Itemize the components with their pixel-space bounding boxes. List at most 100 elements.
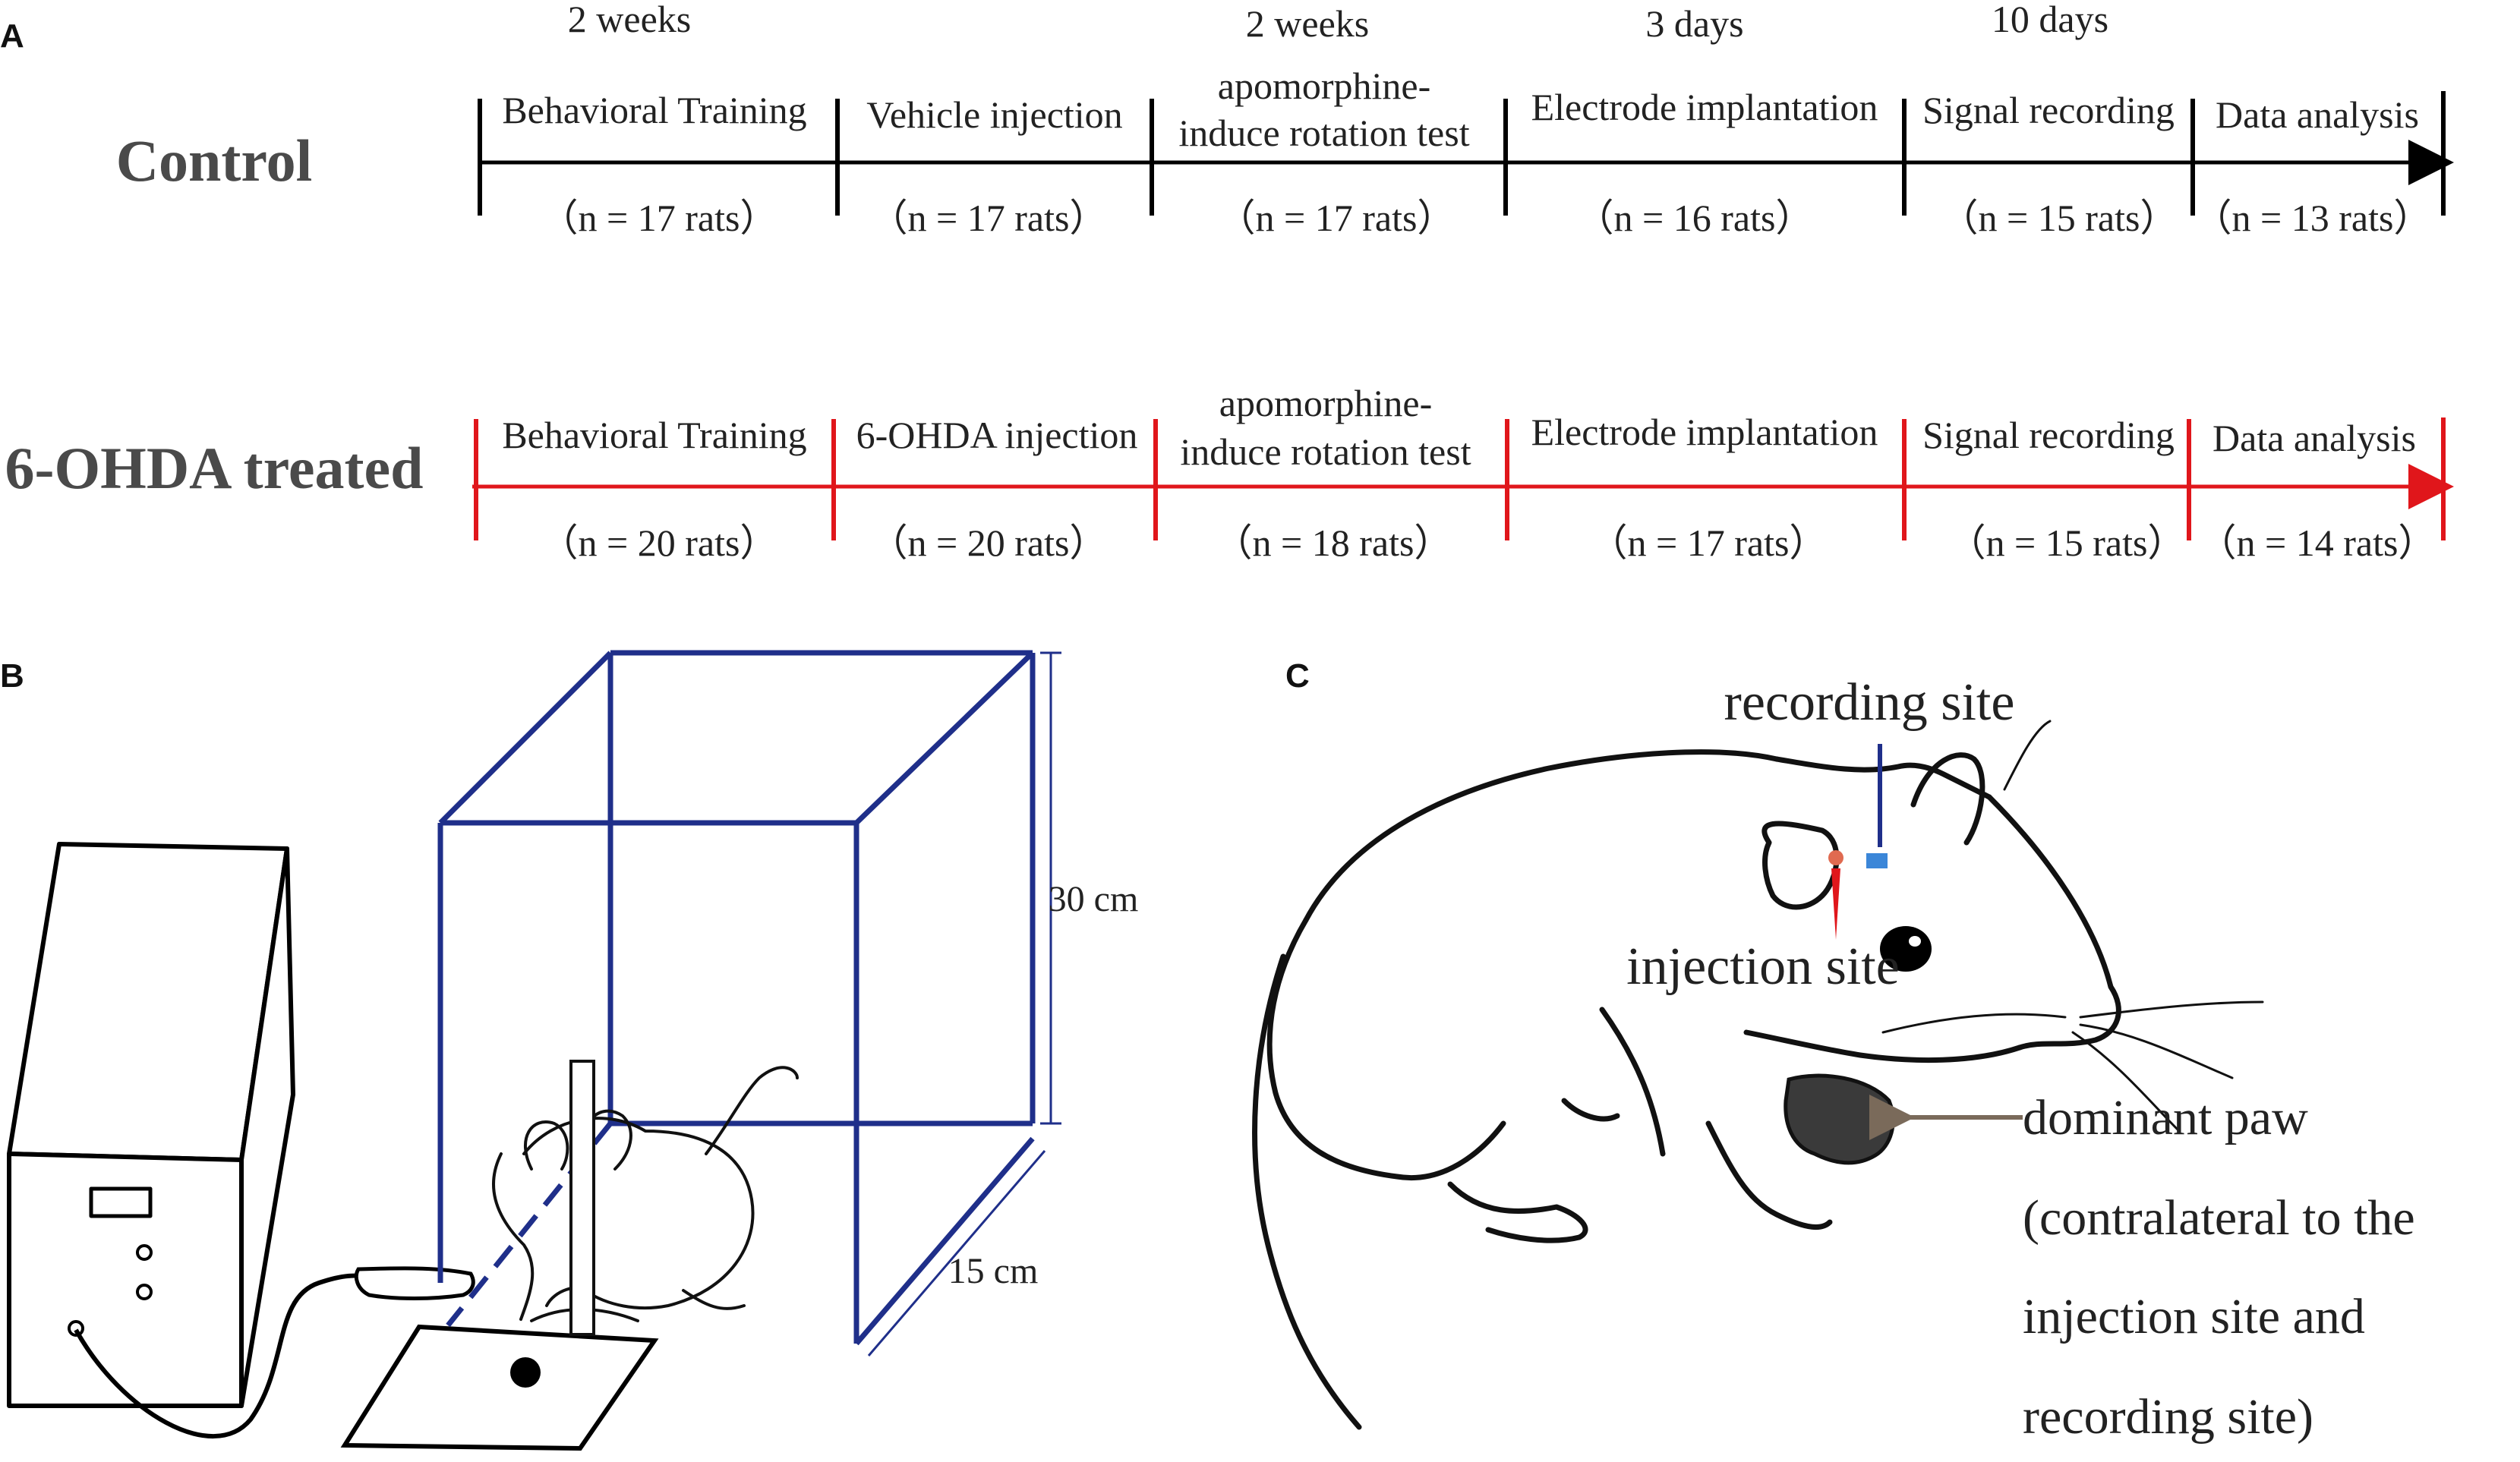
rat-c-rump xyxy=(1266,917,1506,1180)
signal-cable xyxy=(74,1273,373,1439)
rat-c-hind-foot xyxy=(1447,1181,1588,1243)
amplifier-front-face xyxy=(7,1152,244,1408)
panel-letter-a: A xyxy=(0,17,24,55)
control-count-5: （n = 15 rats） xyxy=(1941,197,2178,239)
panel-c: C recording site xyxy=(1252,657,2415,1445)
box-edge-top-right xyxy=(854,651,1035,825)
rat-c-jaw xyxy=(1743,1029,2023,1063)
dominant-paw-label-line2: (contralateral to the xyxy=(2023,1190,2415,1246)
rat-b-ear-left xyxy=(523,1120,569,1171)
rat-c-snout-outline xyxy=(1986,794,2121,1051)
rat-c-whisker-4 xyxy=(1881,1013,2067,1034)
rat-c-neck-outline xyxy=(1774,756,1992,800)
injection-site-pointer xyxy=(1831,868,1840,940)
rat-c-tail xyxy=(1252,953,1362,1430)
treated-count-2: （n = 20 rats） xyxy=(870,521,1108,564)
treated-count-3: （n = 18 rats） xyxy=(1215,521,1452,564)
amplifier-side-face xyxy=(239,846,295,1408)
rat-c-ear-near xyxy=(1761,821,1840,910)
rat-c-back-outline xyxy=(1303,749,1780,923)
dominant-paw-label-line3: injection site and xyxy=(2023,1289,2365,1344)
food-pellet xyxy=(510,1357,541,1388)
treated-count-4: （n = 17 rats） xyxy=(1590,521,1828,564)
test-box xyxy=(437,650,1036,1346)
treated-stage-4-label: Electrode implantation xyxy=(1531,411,1878,453)
control-stage-labels: Behavioral Training Vehicle injection ap… xyxy=(502,65,2419,154)
recording-site-marker xyxy=(1866,853,1888,868)
dominant-paw-label: dominant paw xyxy=(2023,1090,2308,1145)
rat-illustration xyxy=(1252,720,2264,1430)
panel-b: B xyxy=(0,650,1139,1451)
rat-c-whisker-1 xyxy=(2079,1000,2264,1019)
panel-letter-c: C xyxy=(1285,657,1310,695)
treated-stage-6-label: Data analysis xyxy=(2212,417,2416,459)
depth-label: 15 cm xyxy=(948,1251,1039,1291)
rat-in-box xyxy=(492,1066,799,1322)
headstage-connector xyxy=(354,1266,475,1300)
treated-stage-3-label-line2: induce rotation test xyxy=(1180,430,1471,473)
rat-c-whisker-5 xyxy=(2003,720,2052,791)
treated-count-labels: （n = 20 rats） （n = 20 rats） （n = 18 rats… xyxy=(541,521,2436,564)
control-timeline xyxy=(478,91,2454,216)
amplifier-knob-upper-icon xyxy=(136,1244,153,1261)
control-stage-5-label: Signal recording xyxy=(1922,89,2175,131)
amplifier-display-icon xyxy=(89,1186,153,1218)
rat-b-body xyxy=(522,1117,755,1310)
injection-site-marker xyxy=(1828,850,1843,865)
control-group-label: Control xyxy=(116,128,313,194)
treated-stage-3-label-line1: apomorphine- xyxy=(1219,382,1432,424)
rat-c-whisker-2 xyxy=(2079,1023,2234,1079)
amplifier-knob-lower-icon xyxy=(136,1284,153,1300)
control-count-3: （n = 17 rats） xyxy=(1218,197,1456,239)
rat-c-whisker-3 xyxy=(2071,1031,2181,1133)
recording-site-label: recording site xyxy=(1724,673,2015,732)
amplifier-output-jack-icon xyxy=(68,1320,84,1337)
duration-label-2: 2 weeks xyxy=(1246,2,1369,45)
control-count-2: （n = 17 rats） xyxy=(870,197,1108,239)
treated-count-5: （n = 15 rats） xyxy=(1948,521,2186,564)
control-stage-6-label: Data analysis xyxy=(2216,93,2419,136)
rat-b-head-outline xyxy=(492,1152,535,1321)
dominant-paw-label-line4: recording site) xyxy=(2023,1389,2313,1445)
rat-c-ear-far xyxy=(1910,752,1985,846)
reaching-slot-tube xyxy=(569,1060,595,1336)
control-count-labels: （n = 17 rats） （n = 17 rats） （n = 17 rats… xyxy=(541,197,2432,239)
control-count-4: （n = 16 rats） xyxy=(1576,197,1814,239)
treated-timeline xyxy=(472,417,2454,540)
control-stage-3-label-line1: apomorphine- xyxy=(1218,65,1430,107)
box-edge-front-bottom-right xyxy=(854,1136,1035,1346)
rat-c-belly-fur xyxy=(1561,1098,1620,1122)
rat-c-thigh xyxy=(1599,1007,1666,1157)
rat-b-tail xyxy=(705,1066,799,1155)
treated-stage-5-label: Signal recording xyxy=(1922,414,2175,456)
duration-label-4: 10 days xyxy=(1992,0,2108,40)
treated-stage-labels: Behavioral Training 6-OHDA injection apo… xyxy=(502,382,2416,473)
control-stage-2-label: Vehicle injection xyxy=(866,93,1122,136)
treated-count-6: （n = 14 rats） xyxy=(2199,521,2436,564)
rat-b-hind-foot xyxy=(682,1289,746,1310)
depth-dimension-line xyxy=(867,1150,1046,1356)
amplifier-unit xyxy=(7,842,295,1408)
treated-count-1: （n = 20 rats） xyxy=(541,521,778,564)
control-stage-3-label-line2: induce rotation test xyxy=(1178,112,1469,154)
control-count-6: （n = 13 rats） xyxy=(2194,197,2432,239)
panel-letter-b: B xyxy=(0,657,24,695)
rat-c-eye-highlight xyxy=(1909,936,1921,947)
box-edge-top-left xyxy=(438,651,613,825)
box-dimensions xyxy=(867,651,1061,1356)
treated-stage-2-label: 6-OHDA injection xyxy=(856,414,1138,456)
amplifier-top-face xyxy=(7,842,289,1162)
treated-group-label: 6-OHDA treated xyxy=(5,435,424,501)
duration-label-1: 2 weeks xyxy=(568,0,691,40)
floor-pad xyxy=(340,1324,659,1451)
injection-site-label: injection site xyxy=(1626,937,1900,996)
dominant-paw-shape xyxy=(1784,1073,1895,1165)
control-stage-4-label: Electrode implantation xyxy=(1531,86,1878,128)
treated-stage-1-label: Behavioral Training xyxy=(502,414,806,456)
control-count-1: （n = 17 rats） xyxy=(541,197,778,239)
panel-a: A 2 weeks 2 weeks 3 days 10 days Control… xyxy=(0,0,2454,564)
control-stage-1-label: Behavioral Training xyxy=(502,89,806,131)
duration-label-3: 3 days xyxy=(1645,2,1743,45)
height-label: 30 cm xyxy=(1049,879,1139,919)
